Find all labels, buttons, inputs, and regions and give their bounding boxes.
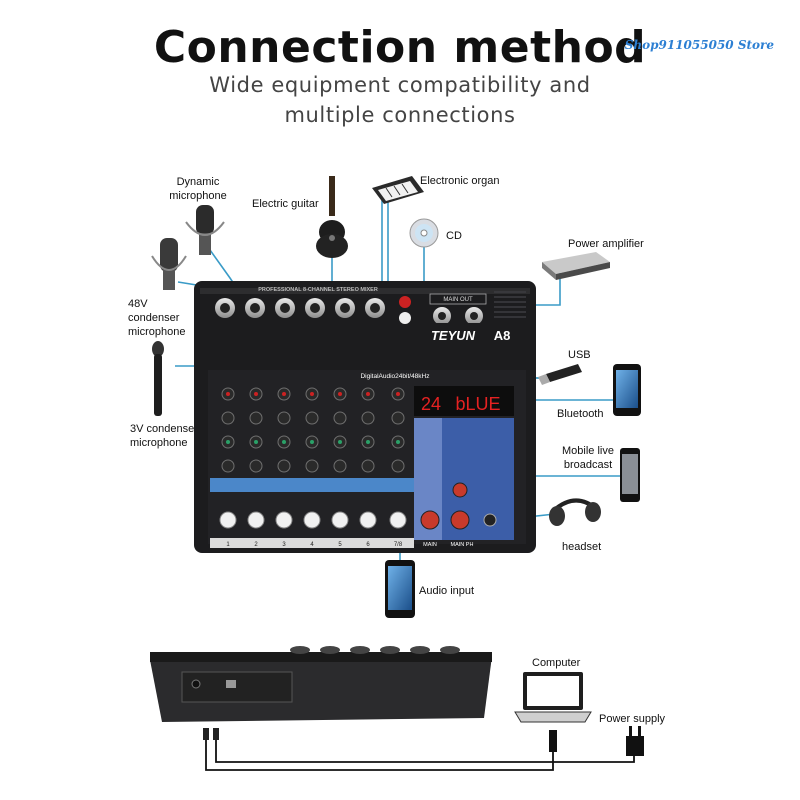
mixer-display-number: 24 [421,394,441,414]
mixer-display-text: bLUE [455,394,500,414]
label-electronic-organ: Electronic organ [420,175,500,187]
mixer-main-out: MAIN OUT [443,297,473,303]
label-power-amplifier: Power amplifier [568,238,644,250]
label-headset: headset [562,541,602,553]
mixer-top-panel [194,281,536,553]
bluetooth-phone-icon [613,364,641,416]
channel-knobs [221,387,405,473]
usb-icon [538,364,582,385]
page-title: Connection method [153,22,647,73]
rear-cables [205,738,635,771]
channel-number: 6 [366,542,370,548]
mixer-digital-spec: DigitalAudio24bit/48kHz [360,373,429,380]
channel-number: 3 [282,542,286,548]
condenser-48v-microphone-icon [151,238,187,290]
mixer-brand: TEYUN [431,328,476,343]
label-usb: USB [568,349,591,361]
label-computer: Computer [532,657,581,669]
channel-number: 5 [338,542,342,548]
mixer-rear-view [150,646,492,722]
channel-number-labels: 1 2 3 4 5 6 7/8 [226,542,403,548]
label-cd: CD [446,230,462,242]
label-48v-condenser: 48V condenser microphone [128,298,186,338]
mobile-live-phone-icon [620,448,640,502]
usb-plug-icon [549,730,557,752]
channel-number: 2 [254,542,258,548]
label-audio-input: Audio input [419,585,475,597]
dynamic-microphone-icon [185,205,225,255]
mixer-main-ph-label: MAIN PH [451,542,474,548]
label-mobile-live-broadcast: Mobile live broadcast [562,445,614,471]
cd-icon [409,218,439,248]
headset-icon [549,498,601,526]
power-amplifier-icon [542,252,610,280]
label-dynamic-microphone: Dynamic microphone [169,176,227,202]
guitar-icon [316,176,348,258]
laptop-icon [514,672,592,723]
label-3v-condenser: 3V condenser microphone [130,423,198,449]
keyboard-icon [372,176,424,204]
mixer-main-label: MAIN [423,542,437,548]
label-power-supply: Power supply [599,713,666,725]
audio-input-phone-icon [385,560,415,618]
channel-number: 4 [310,542,314,548]
label-bluetooth: Bluetooth [557,408,604,420]
mixer-model: A8 [494,328,511,343]
condenser-3v-microphone-icon [152,341,164,416]
mixer-top-banner: PROFESSIONAL 8-CHANNEL STEREO MIXER [258,287,378,293]
cable-power-supply [215,738,635,763]
power-adapter-icon [626,726,644,756]
subtitle-line-1: Wide equipment compatibility and [209,73,591,97]
label-electric-guitar: Electric guitar [252,198,319,210]
cable-usb-computer [205,738,554,771]
input-jacks [215,293,487,325]
store-watermark: Shop911055050 Store [624,38,774,52]
subtitle-line-2: multiple connections [284,103,516,127]
channel-number: 1 [226,542,230,548]
channel-number: 7/8 [394,542,403,548]
